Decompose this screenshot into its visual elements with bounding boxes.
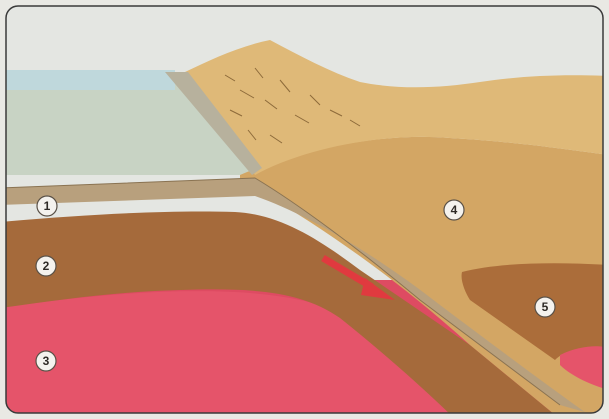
label-3-text: 3 bbox=[43, 354, 50, 368]
label-4-text: 4 bbox=[451, 203, 458, 217]
label-1-text: 1 bbox=[44, 199, 51, 213]
ocean-surface bbox=[0, 70, 175, 90]
label-2-text: 2 bbox=[43, 259, 50, 273]
label-3: 3 bbox=[36, 351, 56, 371]
label-5: 5 bbox=[535, 297, 555, 317]
label-5-text: 5 bbox=[542, 300, 549, 314]
label-4: 4 bbox=[444, 200, 464, 220]
label-1: 1 bbox=[37, 196, 57, 216]
label-2: 2 bbox=[36, 256, 56, 276]
